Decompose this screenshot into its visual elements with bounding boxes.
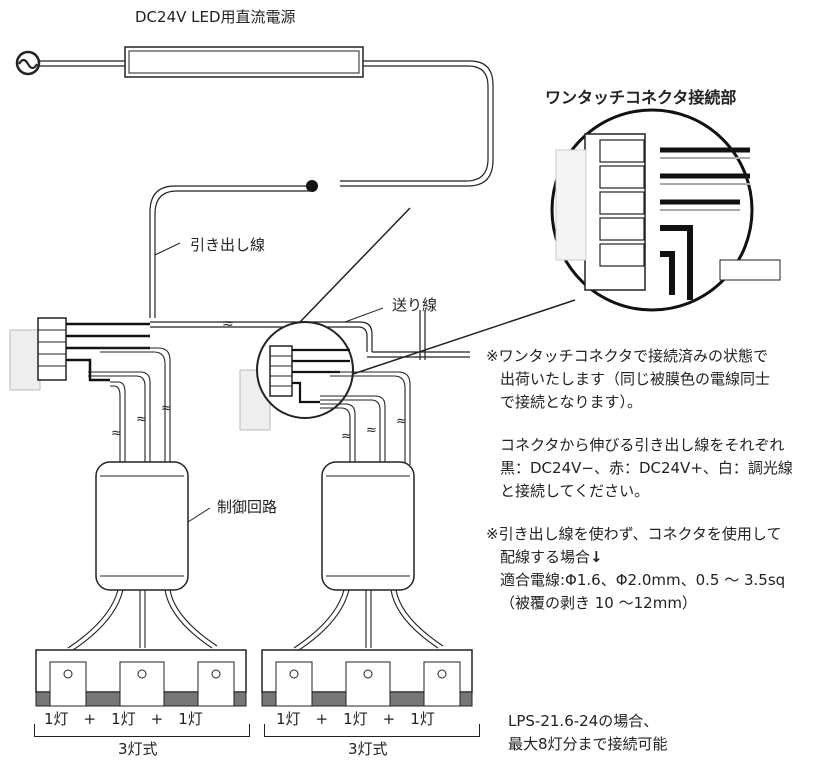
note-direct-line-1: ※引き出し線を使わず、コネクタを使用して: [486, 525, 782, 543]
note-wire-colors-line-3: と接続してください。: [500, 482, 650, 500]
group-1-bracket: [34, 724, 250, 737]
note-direct-line-3: 適合電線:Φ1.6、Φ2.0mm、0.5 ～ 3.5sq: [500, 571, 786, 589]
right-lamp-module: [261, 649, 473, 707]
right-connector-block: [239, 321, 354, 431]
group-2-formula: 1灯 + 1灯 + 1灯: [276, 710, 435, 728]
connector-detail-zoom: [550, 108, 781, 312]
note-max-lamps: LPS-21.6-24の場合、 最大8灯分まで接続可能: [508, 710, 668, 756]
right-lamp-wires: [293, 589, 444, 651]
note-max-line-2: 最大8灯分まで接続可能: [508, 735, 668, 753]
note-wire-colors: コネクタから伸びる引き出し線をそれぞれ 黒：DC24V−、赤：DC24V+、白：…: [500, 434, 793, 503]
right-control-circuit: [321, 461, 415, 591]
left-lamp-module: [35, 649, 247, 707]
control-circuit-label: 制御回路: [217, 498, 278, 516]
note-wire-colors-line-1: コネクタから伸びる引き出し線をそれぞれ: [500, 436, 785, 454]
svg-text:≈: ≈: [341, 429, 352, 444]
down-arrow-icon: ↓: [590, 548, 603, 566]
power-supply-label: DC24V LED用直流電源: [135, 8, 296, 26]
group-2-caption: 3灯式: [348, 740, 388, 758]
send-wire-leader: [344, 307, 384, 323]
output-cable: [340, 60, 494, 187]
note-direct-connector: ※引き出し線を使わず、コネクタを使用して 配線する場合↓ 適合電線:Φ1.6、Φ…: [486, 523, 785, 615]
svg-text:≈: ≈: [111, 426, 122, 441]
zoom-line-top: [299, 207, 411, 323]
svg-text:≈: ≈: [222, 316, 234, 332]
right-circuit-wires: [320, 371, 411, 465]
note-shipping-line-2: 出荷いたします（同じ被膜色の電線同士: [500, 370, 771, 388]
power-supply-unit: [124, 46, 364, 78]
left-control-circuit: [95, 461, 189, 591]
zoom-line-bottom: [352, 299, 576, 375]
group-1-caption: 3灯式: [118, 740, 158, 758]
svg-text:≈: ≈: [136, 412, 147, 427]
svg-text:≈: ≈: [161, 401, 172, 416]
note-max-line-1: LPS-21.6-24の場合、: [508, 712, 659, 730]
left-circuit-wires: [88, 347, 171, 465]
ac-source-icon: [15, 50, 125, 76]
note-direct-line-2: 配線する場合: [500, 548, 591, 566]
note-shipping-line-3: で接続となります）。: [500, 393, 643, 411]
send-wire-label: 送り線: [392, 296, 438, 314]
group-2-bracket: [264, 724, 480, 737]
group-1-formula: 1灯 + 1灯 + 1灯: [44, 710, 203, 728]
left-connector-block: [9, 317, 150, 391]
svg-text:≈: ≈: [366, 423, 377, 438]
control-circuit-leader: [187, 507, 211, 523]
note-shipping-line-1: ※ワンタッチコネクタで接続済みの状態で: [486, 347, 768, 365]
note-wire-colors-line-2: 黒：DC24V−、赤：DC24V+、白：調光線: [500, 459, 793, 477]
lead-wire-leader: [154, 242, 181, 256]
lead-wire-cable: [149, 185, 312, 318]
lead-wire-label: 引き出し線: [190, 236, 266, 254]
connector-title: ワンタッチコネクタ接続部: [545, 88, 737, 107]
note-direct-line-4: （被覆の剥き 10 ～12mm）: [500, 594, 697, 612]
svg-text:≈: ≈: [396, 414, 407, 429]
left-lamp-wires: [67, 589, 218, 651]
note-shipping: ※ワンタッチコネクタで接続済みの状態で 出荷いたします（同じ被膜色の電線同士 で…: [486, 345, 770, 414]
